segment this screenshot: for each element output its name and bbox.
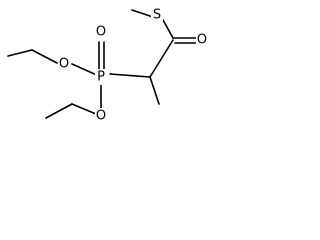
atom-label-phosphorus: P (97, 70, 105, 85)
atom-label-ester-oxygen-upper: O (59, 57, 69, 72)
bond-alpha-carbon-methyl (149, 76, 160, 105)
atom-label-carbonyl-oxygen: O (197, 33, 207, 48)
atom-phosphorus: P (95, 69, 107, 85)
bond-carbonyl-alpha-carbon (149, 39, 174, 78)
atom-phosphoryl-oxygen: O (95, 24, 107, 40)
bond-methyl-sulfur (131, 9, 154, 18)
atom-sulfur: S (151, 7, 163, 23)
atom-carbonyl-oxygen: O (196, 32, 208, 48)
bond-layer (7, 9, 197, 119)
bond-sulfur-carbonyl-carbon (162, 19, 174, 39)
bond-lower-ch2-ch3 (45, 103, 73, 119)
bond-alpha-carbon-phosphorus (109, 73, 151, 78)
atom-ester-oxygen-lower: O (95, 108, 107, 124)
bond-upper-oxygen-ch2 (31, 49, 58, 64)
bond-phosphorus-upper-oxygen (71, 63, 100, 77)
atom-label-sulfur: S (153, 8, 161, 23)
bond-upper-ch2-ch3 (7, 49, 33, 57)
molecule-structure-diagram: S O P O O O (7, 7, 208, 124)
atom-label-layer: S O P O O O (58, 7, 208, 124)
atom-label-phosphoryl-oxygen: O (96, 25, 106, 40)
atom-label-ester-oxygen-lower: O (96, 109, 106, 124)
atom-ester-oxygen-upper: O (58, 56, 70, 72)
bond-lower-oxygen-ch2 (71, 103, 97, 115)
